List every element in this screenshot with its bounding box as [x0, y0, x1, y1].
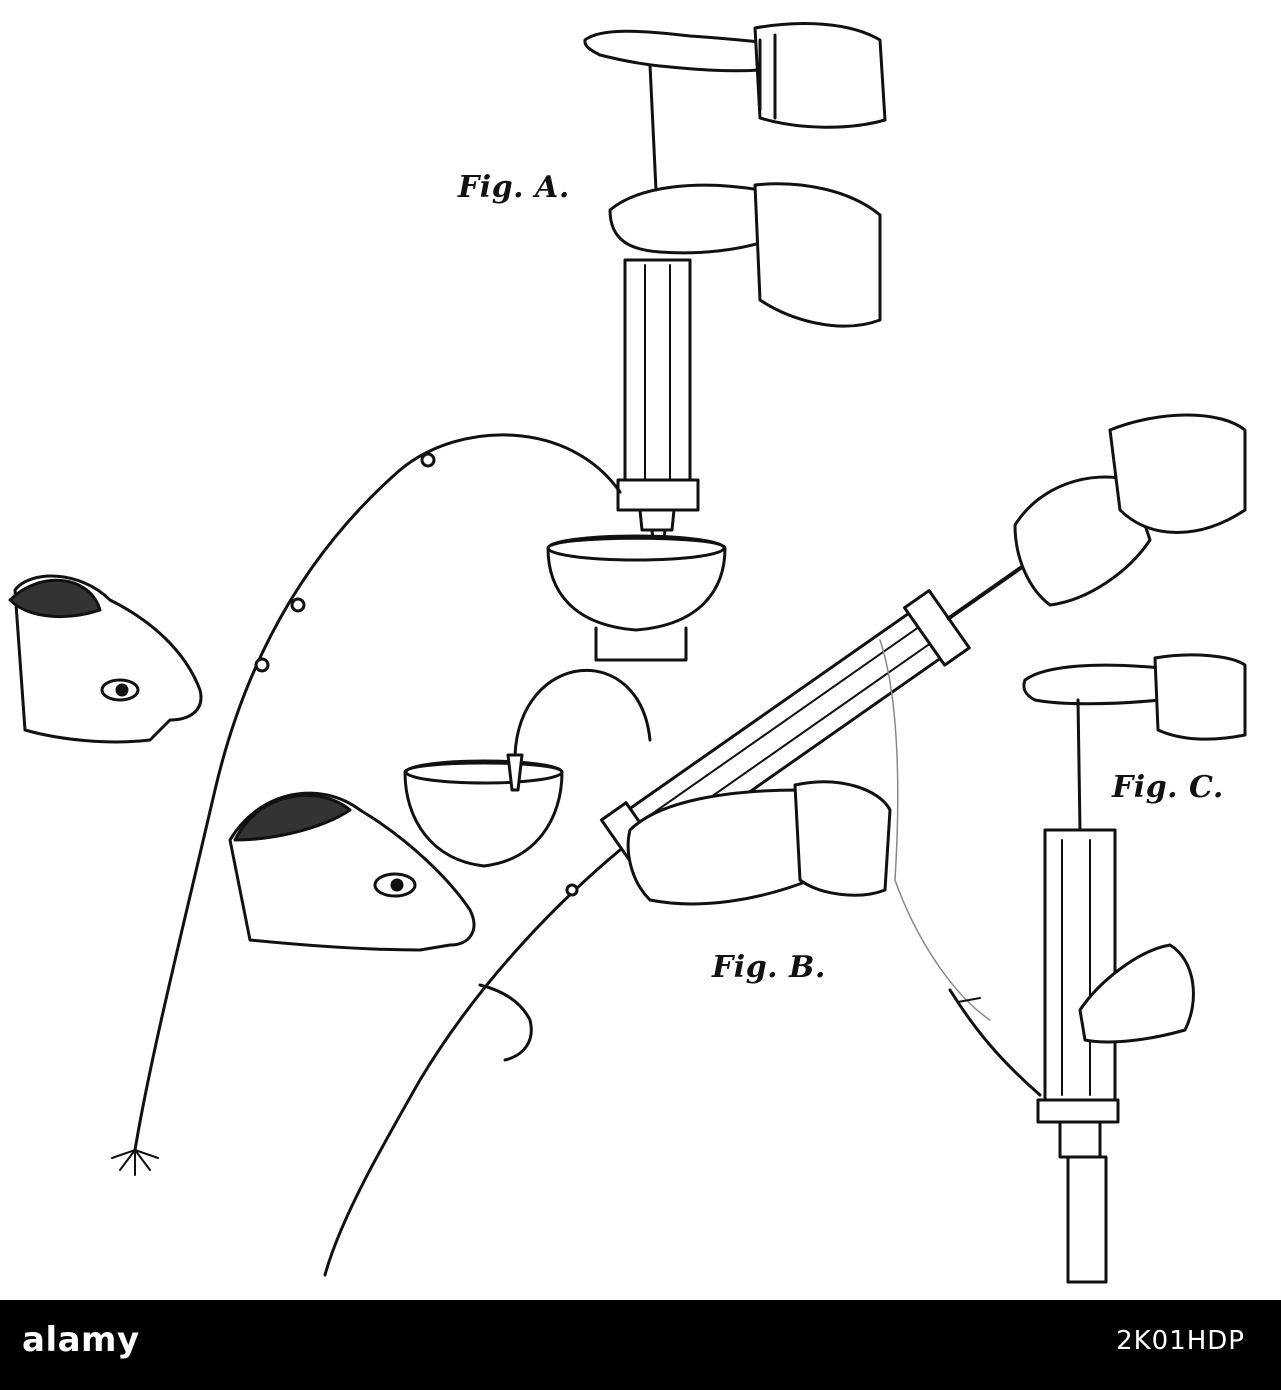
fig-c-piston-rod	[1076, 698, 1082, 832]
fig-a-piston-rod	[648, 63, 658, 192]
alamy-logo: alamy	[22, 1320, 140, 1360]
fig-a-pump-collar	[616, 478, 700, 512]
fig-a-apparatus	[111, 22, 887, 1176]
fig-a-top-cuff	[753, 22, 887, 129]
stock-image-id: 2K01HDP	[1116, 1326, 1245, 1356]
fig-b-arch-tube	[513, 668, 652, 757]
fig-b-apparatus	[323, 413, 1247, 1277]
fig-a-pump-barrel	[623, 258, 692, 487]
fig-a-label: Fig. A.	[458, 170, 570, 205]
fig-b-barrel-hand	[626, 788, 812, 906]
fig-b-bowl	[403, 761, 564, 868]
fig-a-top-hand	[583, 29, 762, 73]
fig-b-rod-hand	[1013, 475, 1152, 607]
fig-b-label: Fig. B.	[712, 950, 826, 985]
fig-a-grip-hand	[608, 183, 772, 255]
fig-b-hose	[323, 848, 622, 1277]
engraving-drawing	[8, 22, 1247, 1284]
watermark-footer: alamy 2K01HDP	[0, 1300, 1281, 1390]
upper-head	[8, 574, 203, 744]
lower-head	[228, 791, 533, 1062]
fig-c-label: Fig. C.	[1112, 770, 1224, 805]
engraving-illustration: Fig. A. Fig. B. Fig. C.	[8, 22, 1247, 1284]
fig-c-pump-barrel	[1043, 828, 1117, 1102]
fig-c-hose	[948, 988, 1042, 1097]
fig-c-hand	[1078, 943, 1195, 1044]
fig-c-top-hand	[1022, 663, 1162, 706]
fig-a-hose	[133, 433, 622, 1152]
fig-a-bowl	[546, 536, 727, 632]
fig-c-apparatus	[948, 653, 1247, 1284]
fig-a-grip-cuff	[753, 182, 882, 328]
